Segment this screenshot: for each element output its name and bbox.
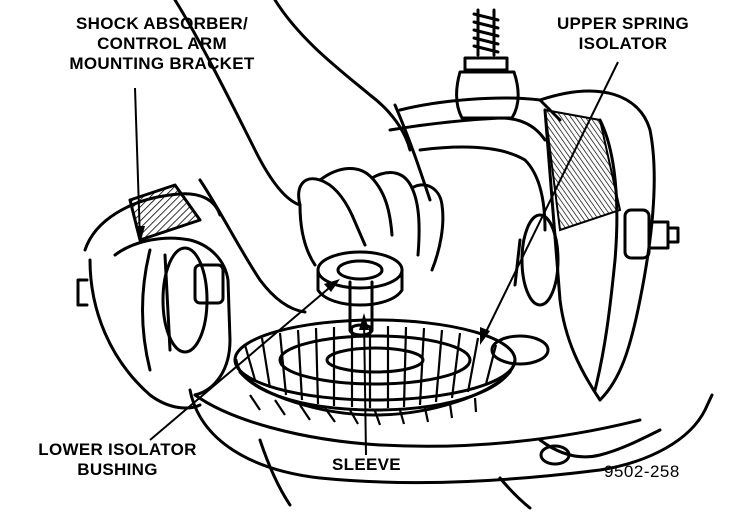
leader-shock-bracket	[134, 87, 141, 241]
figure-number: 9502-258	[604, 462, 680, 481]
label-lower-isolator-bushing: LOWER ISOLATOR BUSHING	[30, 440, 205, 480]
upper-arm	[398, 96, 562, 122]
leader-sleeve	[363, 317, 367, 456]
label-sleeve: SLEEVE	[332, 455, 401, 475]
label-upper-spring-isolator: UPPER SPRING ISOLATOR	[548, 14, 698, 54]
label-line: ISOLATOR	[578, 34, 668, 53]
label-line: MOUNTING BRACKET	[69, 54, 255, 73]
label-line: LOWER ISOLATOR	[38, 440, 197, 459]
label-line: SLEEVE	[332, 455, 401, 474]
label-line: SHOCK ABSORBER/	[76, 14, 248, 33]
label-line: CONTROL ARM	[97, 34, 227, 53]
hand	[173, 0, 302, 207]
leader-upper-isolator	[481, 61, 619, 341]
right-bracket	[538, 89, 656, 402]
label-shock-absorber-bracket: SHOCK ABSORBER/ CONTROL ARM MOUNTING BRA…	[52, 14, 272, 74]
label-line: UPPER SPRING	[556, 14, 690, 33]
label-line: BUSHING	[77, 460, 158, 479]
base-casting	[188, 388, 714, 485]
leader-lower-bushing	[149, 282, 336, 441]
